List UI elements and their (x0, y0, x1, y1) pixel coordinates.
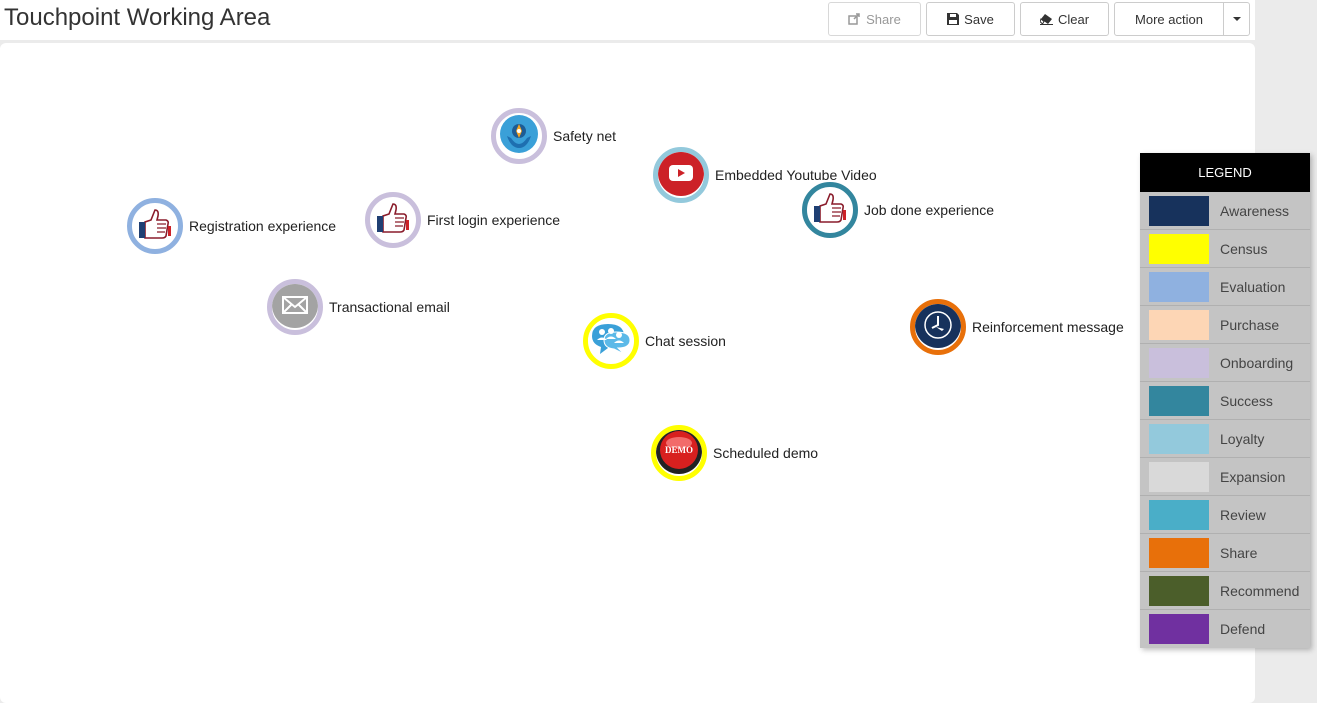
touchpoint-label: Reinforcement message (972, 319, 1124, 335)
legend-item-loyalty: Loyalty (1140, 420, 1310, 458)
touchpoint-job-done-experience[interactable]: Job done experience (802, 182, 994, 238)
touchpoint-embedded-youtube-video[interactable]: Embedded Youtube Video (653, 147, 877, 203)
legend-swatch (1149, 537, 1209, 568)
touchpoint-label: Job done experience (864, 202, 994, 218)
share-button-label: Share (866, 11, 901, 27)
touchpoint-scheduled-demo[interactable]: DEMO Scheduled demo (651, 425, 818, 481)
legend-item-census: Census (1140, 230, 1310, 268)
legend-label: Expansion (1220, 468, 1286, 485)
save-button[interactable]: Save (926, 2, 1015, 36)
legend-item-evaluation: Evaluation (1140, 268, 1310, 306)
clear-button-label: Clear (1057, 11, 1090, 27)
touchpoint-reinforcement-message[interactable]: Reinforcement message (910, 299, 1124, 355)
touchpoint-circle (583, 313, 639, 369)
legend-swatch (1149, 499, 1209, 530)
clock-icon (915, 304, 961, 350)
legend-label: Success (1220, 392, 1273, 409)
legend-swatch (1149, 233, 1209, 264)
more-action-dropdown-toggle[interactable] (1223, 2, 1250, 36)
legend-item-review: Review (1140, 496, 1310, 534)
legend-item-recommend: Recommend (1140, 572, 1310, 610)
legend-swatch (1149, 423, 1209, 454)
chat-icon (588, 318, 634, 364)
touchpoint-circle (802, 182, 858, 238)
legend-label: Review (1220, 506, 1266, 523)
eraser-icon (1039, 13, 1053, 25)
legend-swatch (1149, 614, 1209, 644)
share-button[interactable]: Share (828, 2, 921, 36)
touchpoint-chat-session[interactable]: Chat session (583, 313, 726, 369)
touchpoint-safety-net[interactable]: Safety net (491, 108, 616, 164)
legend-item-awareness: Awareness (1140, 192, 1310, 230)
legend-swatch (1149, 461, 1209, 492)
thumbs-up-icon (135, 204, 175, 249)
touchpoint-registration-experience[interactable]: Registration experience (127, 198, 336, 254)
share-icon (848, 13, 861, 25)
save-button-label: Save (964, 11, 994, 27)
touchpoint-label: Safety net (553, 128, 617, 144)
thumbs-up-icon (810, 188, 850, 233)
touchpoint-label: Scheduled demo (713, 445, 819, 461)
page-title: Touchpoint Working Area (4, 4, 271, 31)
legend-label: Recommend (1220, 582, 1300, 599)
touchpoint-first-login-experience[interactable]: First login experience (365, 192, 560, 248)
youtube-icon (658, 152, 704, 198)
touchpoint-label: Transactional email (329, 299, 450, 315)
legend-swatch (1149, 271, 1209, 302)
legend-label: Purchase (1220, 316, 1280, 333)
legend-item-purchase: Purchase (1140, 306, 1310, 344)
legend-swatch (1149, 309, 1209, 340)
touchpoint-circle (491, 108, 547, 164)
clear-button[interactable]: Clear (1020, 2, 1109, 36)
legend-title: LEGEND (1140, 153, 1310, 192)
touchpoint-circle (653, 147, 709, 203)
legend-item-share: Share (1140, 534, 1310, 572)
demo-button-icon: DEMO (656, 430, 702, 476)
thumbs-up-icon (373, 198, 413, 243)
legend-swatch (1149, 347, 1209, 378)
touchpoint-circle (365, 192, 421, 248)
floppy-disk-icon (947, 13, 960, 25)
touchpoint-circle (267, 279, 323, 335)
legend-item-onboarding: Onboarding (1140, 344, 1310, 382)
more-action-button[interactable]: More action (1114, 2, 1224, 36)
legend-label: Awareness (1220, 202, 1290, 219)
touchpoint-label: Registration experience (189, 218, 337, 234)
legend-item-expansion: Expansion (1140, 458, 1310, 496)
svg-text:DEMO: DEMO (665, 445, 693, 455)
legend-label: Loyalty (1220, 430, 1265, 447)
legend-swatch (1149, 575, 1209, 606)
legend-label: Census (1220, 240, 1268, 257)
legend-swatch (1149, 385, 1209, 416)
touchpoint-transactional-email[interactable]: Transactional email (267, 279, 450, 335)
legend-swatch (1149, 195, 1209, 226)
touchpoint-circle (127, 198, 183, 254)
legend-label: Evaluation (1220, 278, 1286, 295)
touchpoint-label: First login experience (427, 212, 561, 228)
touchpoint-circle (910, 299, 966, 355)
touchpoint-working-area[interactable]: Safety net Embedded Youtube Video (0, 43, 1255, 703)
touchpoint-label: Chat session (645, 333, 726, 349)
legend-label: Share (1220, 544, 1258, 561)
hands-icon (499, 114, 539, 159)
more-action-button-label: More action (1135, 11, 1203, 27)
touchpoint-circle: DEMO (651, 425, 707, 481)
envelope-icon (272, 284, 318, 330)
caret-down-icon (1232, 17, 1241, 21)
legend-label: Onboarding (1220, 354, 1294, 371)
top-bar: Touchpoint Working Area Share Save Clear… (0, 0, 1255, 40)
legend-label: Defend (1220, 621, 1266, 637)
legend-item-defend: Defend (1140, 610, 1310, 648)
touchpoint-label: Embedded Youtube Video (715, 167, 877, 183)
legend-item-success: Success (1140, 382, 1310, 420)
